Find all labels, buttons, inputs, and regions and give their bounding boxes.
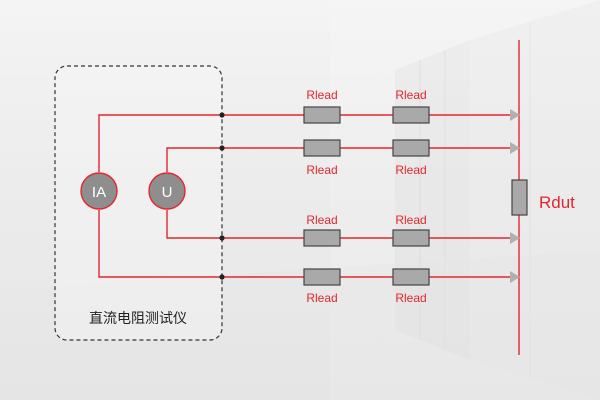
voltage-meter-circle — [148, 172, 186, 210]
voltage-meter-label: U — [162, 184, 173, 201]
current-meter: IA — [80, 172, 118, 210]
lead-label: Rlead — [395, 163, 426, 177]
lead-resistor — [303, 268, 341, 286]
lead-resistors — [303, 106, 430, 286]
current-meter-label: IA — [92, 184, 106, 201]
instrument-label: 直流电阻测试仪 — [89, 310, 187, 327]
lead-label: Rlead — [395, 291, 426, 305]
lead-resistor — [303, 139, 341, 157]
lead-label: Rlead — [306, 88, 337, 102]
current-meter-circle — [80, 172, 118, 210]
junction-dot — [219, 112, 225, 118]
dut-resistor — [511, 179, 528, 216]
lead-resistor — [303, 229, 341, 247]
lead-label: Rlead — [306, 163, 337, 177]
arrows — [510, 109, 520, 283]
arrow-4 — [510, 271, 520, 283]
lead-label: Rlead — [306, 291, 337, 305]
lead-labels: Rlead Rlead Rlead Rlead Rlead Rlead Rlea… — [306, 88, 426, 305]
junction-dot — [219, 235, 225, 241]
voltage-meter: U — [148, 172, 186, 210]
lead-resistor — [392, 139, 430, 157]
lead-resistor — [392, 106, 430, 124]
wire-current-bottom — [98, 210, 512, 278]
lead-resistor — [392, 229, 430, 247]
arrow-1 — [510, 109, 520, 121]
lead-resistor — [303, 106, 341, 124]
arrow-3 — [510, 232, 520, 244]
junctions — [219, 112, 225, 280]
lead-label: Rlead — [306, 213, 337, 227]
lead-label: Rlead — [395, 88, 426, 102]
instrument-box — [54, 65, 223, 341]
arrow-2 — [510, 142, 520, 154]
lead-resistor — [392, 268, 430, 286]
lead-label: Rlead — [395, 213, 426, 227]
wire-current-top — [98, 114, 512, 172]
junction-dot — [219, 145, 225, 151]
junction-dot — [219, 274, 225, 280]
dut-label: Rdut — [539, 193, 575, 212]
